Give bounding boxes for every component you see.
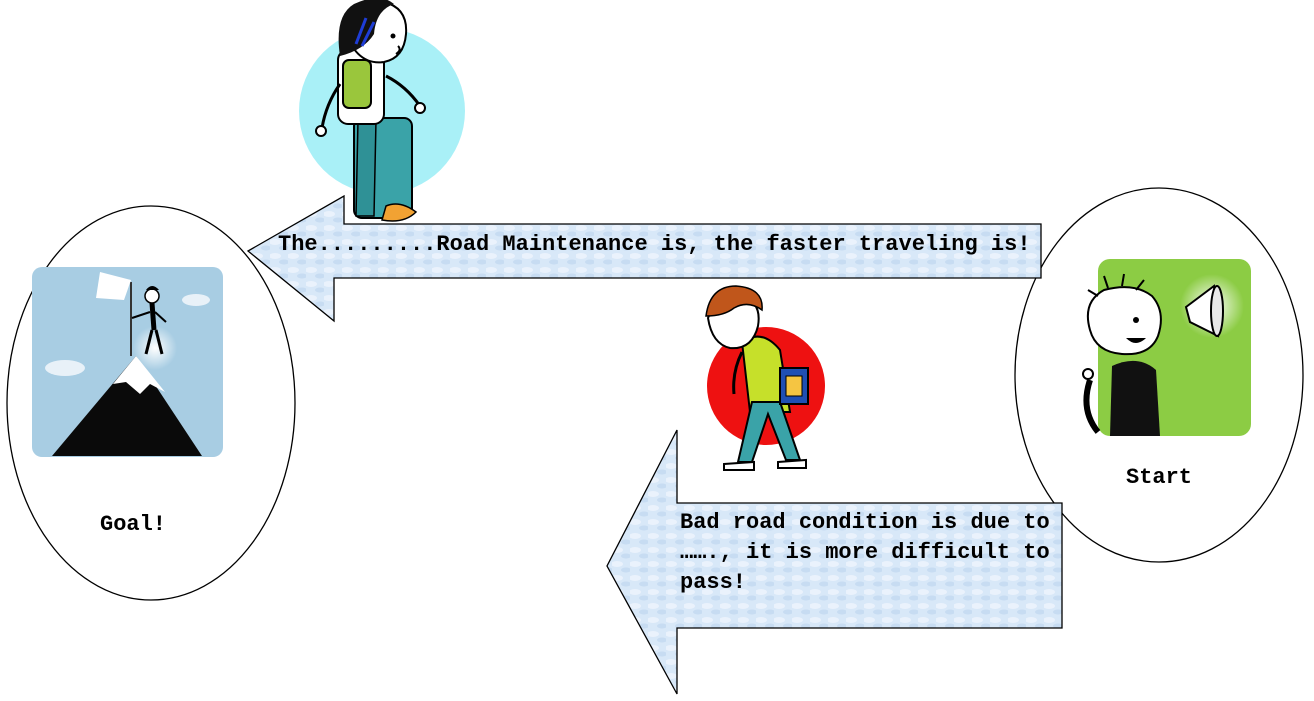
walking-girl-icon [299,0,465,221]
tired-student-icon [706,286,825,470]
megaphone-person-icon [1083,259,1251,436]
start-label: Start [1126,465,1192,490]
bottom-arrow-text: Bad road condition is due to ……., it is … [680,508,1060,628]
goal-label: Goal! [100,512,166,537]
mountain-summit-flag-icon [32,267,223,457]
top-arrow-text: The.........Road Maintenance is, the fas… [278,228,1048,272]
goal-node [7,206,295,600]
